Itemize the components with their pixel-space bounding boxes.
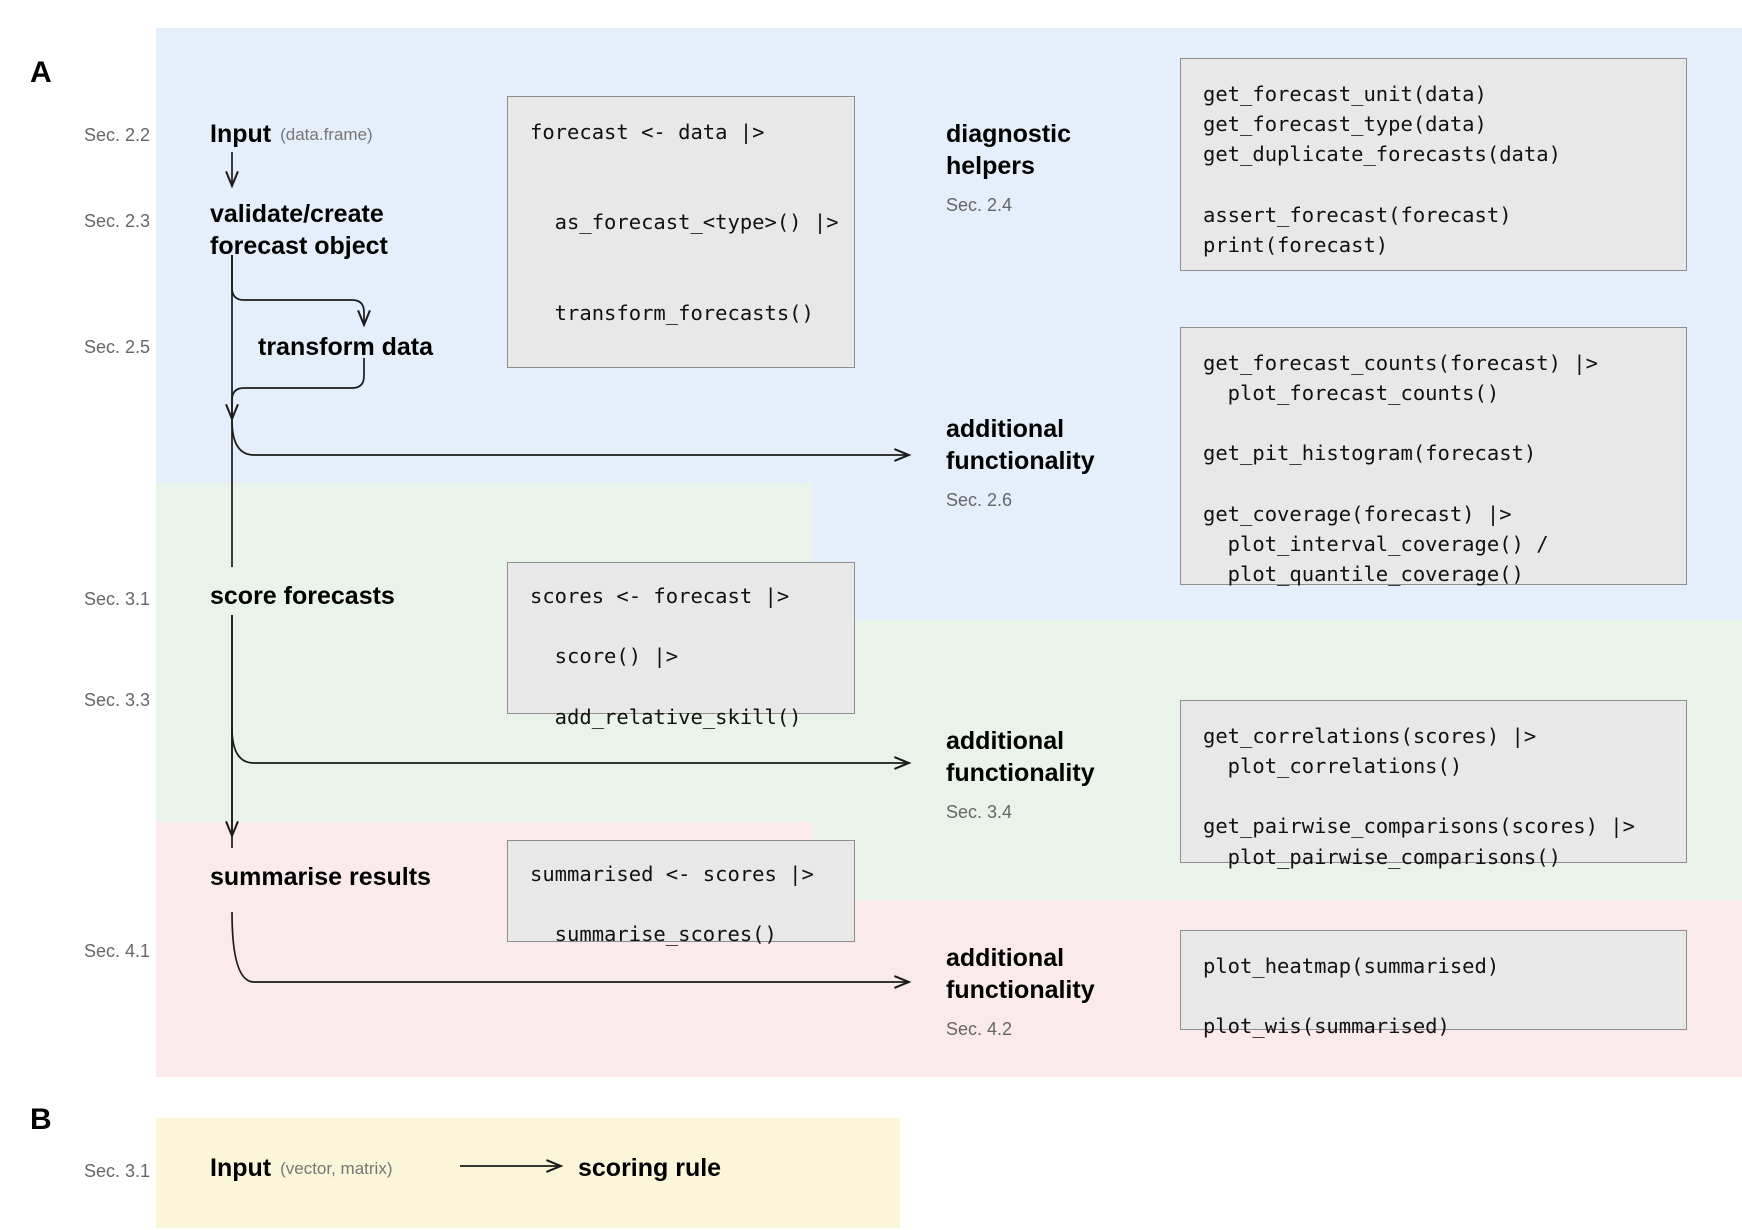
step-validate-line2: forecast object xyxy=(210,232,388,260)
panel-b-input-sublabel: (vector, matrix) xyxy=(280,1159,393,1178)
section-label-sec-4-2: Sec. 4.2 xyxy=(946,1019,1013,1039)
section-label-sec-2-3: Sec. 2.3 xyxy=(83,211,150,231)
code-block-additional-functionality-4-2: plot_heatmap(summarised) plot_wis(summar… xyxy=(1180,930,1687,1038)
section-label-sec-2-6: Sec. 2.6 xyxy=(946,490,1013,510)
panel-letter-a: A xyxy=(30,56,53,89)
code-block-create-forecast: forecast <- data |> as_forecast_<type>()… xyxy=(507,96,855,368)
heading-additional-functionality-4-2: additional functionality xyxy=(946,944,1095,1004)
section-label-sec-4-1: Sec. 4.1 xyxy=(83,941,150,961)
section-label-sec-3-4: Sec. 3.4 xyxy=(946,802,1013,822)
code-block-summarise: summarised <- scores |> summarise_scores… xyxy=(507,840,855,946)
heading-additional-functionality-2-6: additional functionality xyxy=(946,415,1095,475)
code-block-additional-functionality-2-6: get_forecast_counts(forecast) |> plot_fo… xyxy=(1180,327,1687,586)
panel-b-input-label: Input xyxy=(210,1154,272,1182)
code-block-score: scores <- forecast |> score() |> add_rel… xyxy=(507,562,855,729)
panel-b-scoring-rule: scoring rule xyxy=(578,1154,722,1182)
step-summarise-results: summarise results xyxy=(210,863,431,891)
step-validate-line1: validate/create xyxy=(210,200,384,228)
step-input-label: Input xyxy=(210,120,272,148)
step-input: Input (data.frame) xyxy=(210,118,373,150)
heading-diagnostic-helpers: diagnostic helpers xyxy=(946,120,1072,180)
section-label-sec-2-4: Sec. 2.4 xyxy=(946,195,1013,215)
band-yellow xyxy=(156,1118,900,1228)
section-label-sec-2-2: Sec. 2.2 xyxy=(83,125,150,145)
panel-b-input: Input (vector, matrix) xyxy=(210,1152,393,1184)
section-label-sec-2-5: Sec. 2.5 xyxy=(83,337,150,357)
code-block-additional-functionality-3-4: get_correlations(scores) |> plot_correla… xyxy=(1180,700,1687,869)
code-block-diagnostic-helpers: get_forecast_unit(data) get_forecast_typ… xyxy=(1180,58,1687,271)
step-validate-create-forecast-object: validate/create forecast object xyxy=(210,198,388,262)
step-input-sublabel: (data.frame) xyxy=(280,125,373,144)
step-transform-data: transform data xyxy=(258,333,434,361)
section-label-sec-3-1: Sec. 3.1 xyxy=(83,589,150,609)
section-label-sec-3-1-panel-b: Sec. 3.1 xyxy=(83,1161,150,1181)
step-score-forecasts: score forecasts xyxy=(210,582,395,610)
panel-letter-b: B xyxy=(30,1103,53,1136)
section-label-sec-3-3: Sec. 3.3 xyxy=(83,690,150,710)
heading-additional-functionality-3-4: additional functionality xyxy=(946,727,1095,787)
